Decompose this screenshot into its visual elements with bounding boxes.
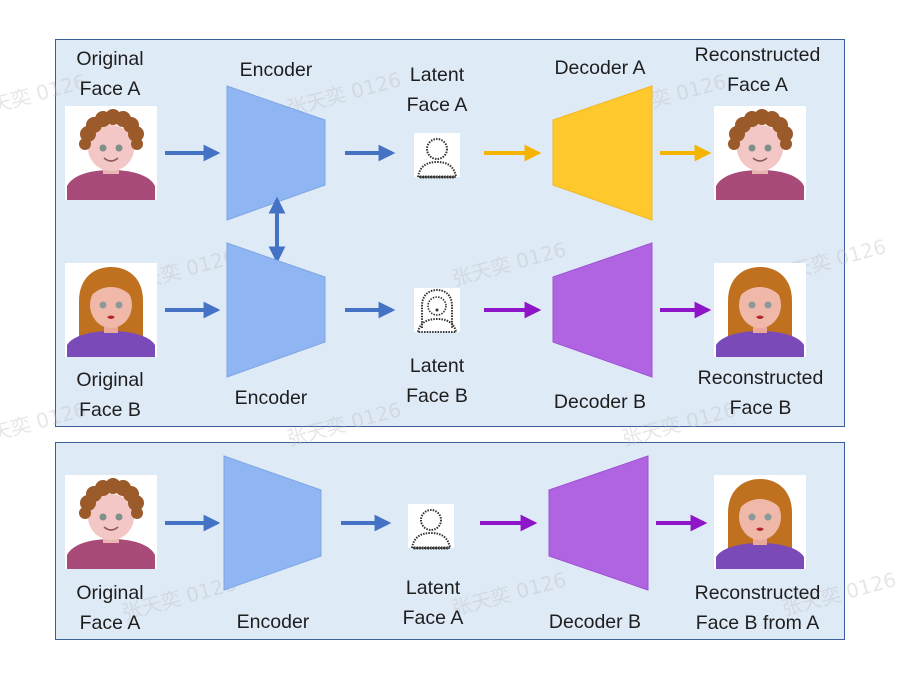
- swap-latent-face-a-label: Latent Face A: [402, 577, 464, 629]
- encoder-a-label: Encoder: [239, 59, 313, 81]
- swap-decoder-b-trapezoid: [548, 455, 649, 591]
- decoder-a-trapezoid: [552, 85, 653, 221]
- decoder-b-label: Decoder B: [553, 391, 647, 413]
- reconstructed-face-b-label: Reconstructed Face B: [697, 367, 824, 419]
- latent-face-b-label: Latent Face B: [406, 355, 468, 407]
- latent-face-a-label: Latent Face A: [406, 64, 468, 116]
- reconstructed-face-a-image: [713, 105, 807, 201]
- reconstructed-face-b-from-a-image: [714, 475, 806, 569]
- encoder-b-label: Encoder: [234, 387, 308, 409]
- original-face-b-label: Original Face B: [76, 369, 144, 421]
- decoder-b-trapezoid: [552, 242, 653, 378]
- swap-encoder-label: Encoder: [236, 611, 310, 633]
- original-face-a-image: [64, 105, 158, 201]
- latent-face-b-image: [413, 287, 461, 333]
- reconstructed-face-a-label: Reconstructed Face A: [694, 44, 821, 96]
- swap-original-face-a-label: Original Face A: [76, 582, 144, 634]
- swap-latent-face-a-image: [406, 502, 456, 550]
- latent-face-a-image: [412, 131, 462, 179]
- encoder-trapezoid-b: [226, 242, 326, 378]
- top-panel: [55, 39, 845, 427]
- decoder-a-label: Decoder A: [554, 57, 646, 79]
- original-face-a-label: Original Face A: [76, 48, 144, 100]
- swap-decoder-b-label: Decoder B: [548, 611, 642, 633]
- encoder-trapezoid-a: [226, 85, 326, 221]
- swap-original-face-a-image: [64, 474, 158, 570]
- reconstructed-face-b-image: [714, 263, 806, 357]
- original-face-b-image: [65, 263, 157, 357]
- swap-encoder-trapezoid: [223, 455, 322, 591]
- reconstructed-face-b-from-a-label: Reconstructed Face B from A: [694, 582, 821, 634]
